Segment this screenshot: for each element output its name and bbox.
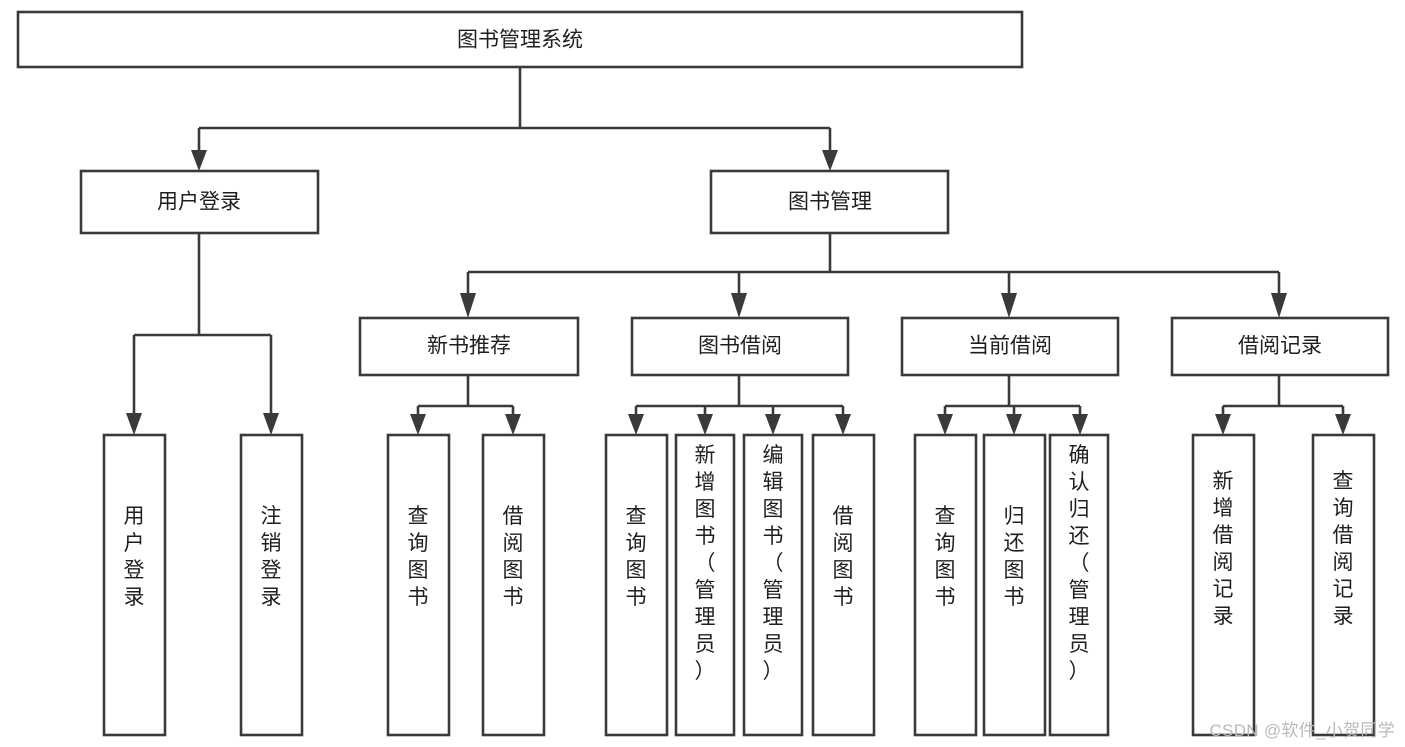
arrowhead-currentborrow-leaf1 [937,414,953,435]
arrowhead-borrowrecord-leaf1 [1215,414,1231,435]
leaf-node-query-book-cb[interactable]: 查询图书 [913,433,978,737]
leaf-query-borrow-record-label: 查询借阅记录 [1333,470,1354,628]
arrowhead-bookborrow [731,293,747,318]
leaf-logout-box[interactable] [239,433,304,737]
arrowhead-leaf-user-login [126,413,142,435]
arrowhead-newbook [460,293,476,318]
leaf-node-confirm-return-admin[interactable]: 确认归还（管理员） [1048,433,1110,737]
arrowhead-book-manage [822,150,838,171]
leaf-user-login-label: 用户登录 [124,505,145,609]
leaf-query-book-bb-label: 查询图书 [626,505,647,609]
leaf-confirm-return-admin-box[interactable] [1048,433,1110,737]
leaf-node-add-book-admin[interactable]: 新增图书（管理员） [674,433,736,737]
node-new-book-recommend[interactable]: 新书推荐 [358,316,580,377]
leaf-query-book-nb-box[interactable] [386,433,451,737]
node-new-book-recommend-box[interactable] [358,316,580,377]
csdn-watermark: CSDN @软件_小贺同学 [1209,721,1395,740]
leaf-logout-label: 注销登录 [261,505,282,609]
leaf-borrow-book-bb-label: 借阅图书 [833,505,854,609]
arrowhead-leaf-logout [263,413,279,435]
node-book-manage-label: 图书管理 [788,191,872,214]
node-root-box[interactable] [16,10,1024,69]
node-current-borrow-box[interactable] [900,316,1120,377]
leaf-node-edit-book-admin[interactable]: 编辑图书（管理员） [742,433,804,737]
node-root-label: 图书管理系统 [457,29,583,52]
leaf-confirm-return-admin-label: 确认归还（管理员） [1069,444,1090,683]
node-borrow-record[interactable]: 借阅记录 [1170,316,1390,377]
node-current-borrow[interactable]: 当前借阅 [900,316,1120,377]
leaf-add-book-admin-box[interactable] [674,433,736,737]
node-borrow-record-label: 借阅记录 [1238,335,1322,358]
node-user-login-box[interactable] [79,169,320,235]
leaf-node-query-book-bb[interactable]: 查询图书 [604,433,669,737]
leaf-return-book-label: 归还图书 [1004,505,1025,609]
leaf-node-query-book-nb[interactable]: 查询图书 [386,433,451,737]
node-user-login[interactable]: 用户登录 [79,169,320,235]
node-user-login-label: 用户登录 [157,191,241,214]
leaf-borrow-book-nb-label: 借阅图书 [503,505,524,609]
leaf-edit-book-admin-label: 编辑图书（管理员） [763,444,784,683]
node-root-system[interactable]: 图书管理系统 [16,10,1024,69]
leaf-node-return-book[interactable]: 归还图书 [982,433,1047,737]
leaf-node-logout[interactable]: 注销登录 [239,433,304,737]
leaf-edit-book-admin-box[interactable] [742,433,804,737]
leaf-add-book-admin-label: 新增图书（管理员） [695,444,716,683]
node-book-borrow-box[interactable] [630,316,850,377]
arrowhead-bookborrow-leaf1 [628,414,644,435]
leaf-borrow-book-bb-box[interactable] [811,433,876,737]
leaf-query-book-cb-box[interactable] [913,433,978,737]
arrowhead-bookborrow-leaf3 [765,414,781,435]
node-book-manage[interactable]: 图书管理 [709,169,950,235]
arrowhead-user-login [191,150,207,171]
leaf-node-add-borrow-record[interactable]: 新增借阅记录 [1191,433,1256,737]
leaf-add-borrow-record-label: 新增借阅记录 [1213,470,1234,628]
node-borrow-record-box[interactable] [1170,316,1390,377]
leaf-node-borrow-book-nb[interactable]: 借阅图书 [481,433,546,737]
arrowhead-currentborrow-leaf2 [1006,414,1022,435]
leaf-query-book-cb-label: 查询图书 [935,505,956,609]
arrowhead-borrowrecord-leaf2 [1335,414,1351,435]
leaf-borrow-book-nb-box[interactable] [481,433,546,737]
leaf-node-query-borrow-record[interactable]: 查询借阅记录 [1311,433,1376,737]
node-book-manage-box[interactable] [709,169,950,235]
arrowhead-borrowrecord [1271,293,1287,318]
node-book-borrow-label: 图书借阅 [698,335,782,358]
leaf-query-book-nb-label: 查询图书 [408,505,429,609]
leaf-return-book-box[interactable] [982,433,1047,737]
leaf-node-user-login[interactable]: 用户登录 [102,433,167,737]
arrowhead-bookborrow-leaf2 [697,414,713,435]
arrowhead-currentborrow [1001,293,1017,318]
node-new-book-recommend-label: 新书推荐 [427,335,511,358]
leaf-query-borrow-record-box[interactable] [1311,433,1376,737]
arrowhead-currentborrow-leaf3 [1072,414,1088,435]
leaf-user-login-box[interactable] [102,433,167,737]
node-book-borrow[interactable]: 图书借阅 [630,316,850,377]
leaf-query-book-bb-box[interactable] [604,433,669,737]
node-current-borrow-label: 当前借阅 [968,335,1052,358]
connector-layer [126,67,1351,435]
leaf-add-borrow-record-box[interactable] [1191,433,1256,737]
arrowhead-bookborrow-leaf4 [835,414,851,435]
leaf-node-borrow-book-bb[interactable]: 借阅图书 [811,433,876,737]
arrowhead-newbook-leaf2 [505,414,521,435]
arrowhead-newbook-leaf1 [410,414,426,435]
